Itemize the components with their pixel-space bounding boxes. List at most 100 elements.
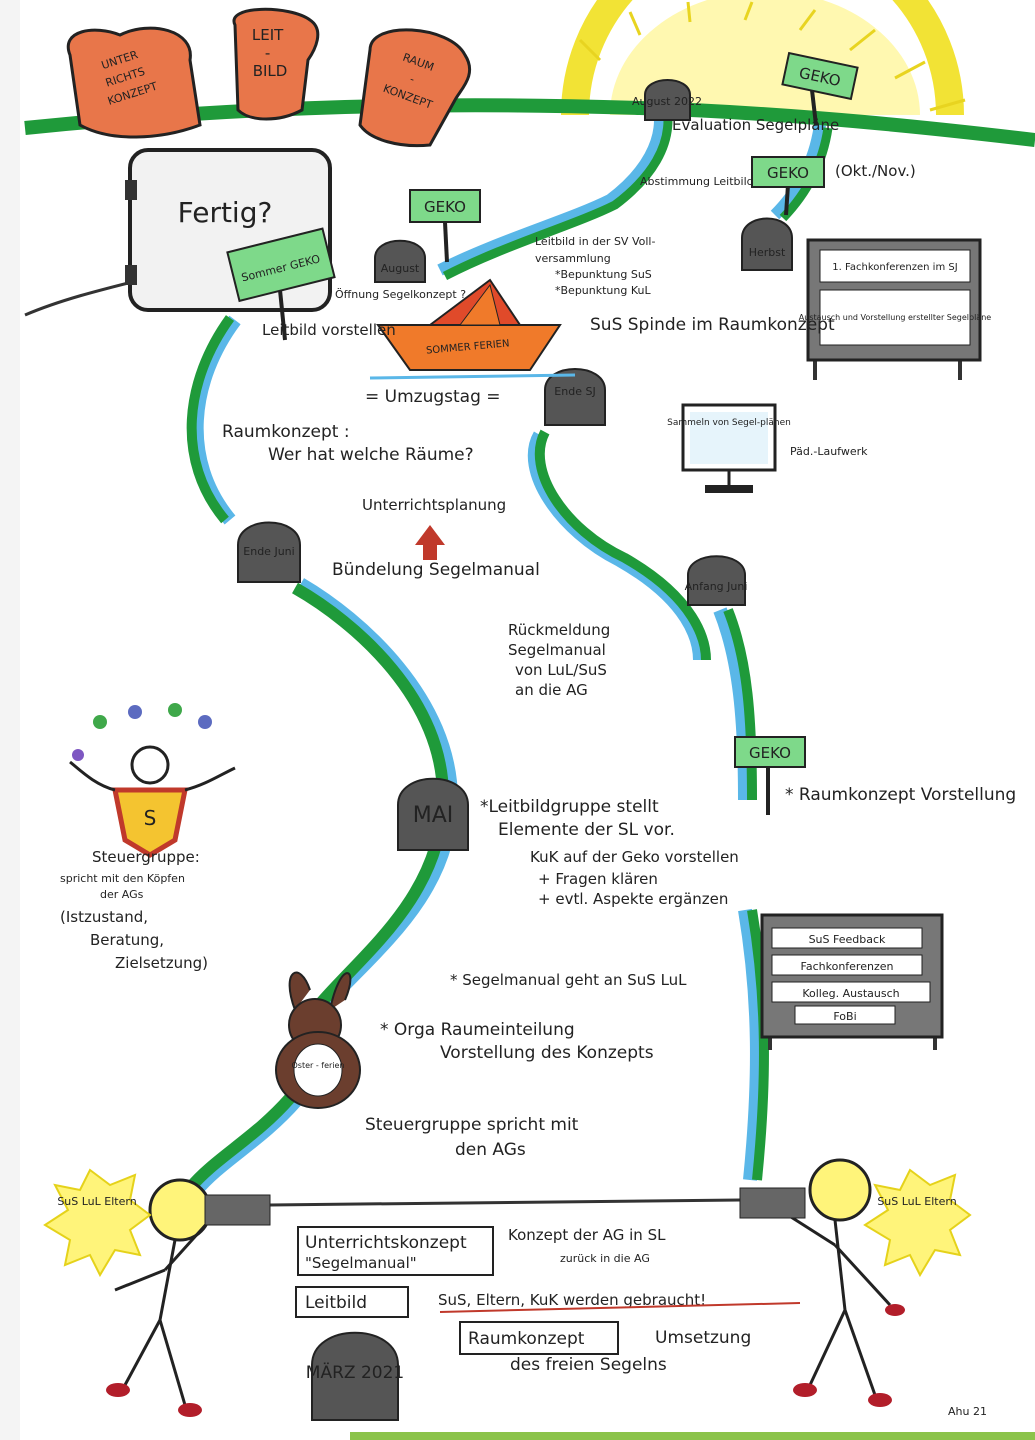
starburst-left: SuS LuL Eltern: [43, 1168, 152, 1278]
rueckmeldung-4: an die AG: [515, 681, 588, 699]
road-right: [738, 908, 764, 1181]
road-right: [747, 909, 769, 1181]
geko-label: GEKO: [749, 744, 791, 762]
orga-2: Vorstellung des Konzepts: [440, 1043, 654, 1063]
leitbildgruppe-4: + Fragen klären: [538, 870, 658, 888]
geko-label: GEKO: [767, 164, 809, 182]
box-unterrichtskonzept: [297, 1226, 494, 1276]
raumkonzept-q2: Wer hat welche Räume?: [268, 445, 474, 465]
svg-text:Ende Juni: Ende Juni: [243, 545, 294, 558]
svg-text:S: S: [144, 806, 157, 830]
starburst-right: SuS LuL Eltern: [863, 1168, 972, 1278]
rueckmeldung-2: Segelmanual: [508, 641, 606, 659]
steuergruppe-ags-1: Steuergruppe spricht mit: [365, 1115, 579, 1135]
road-top: [442, 119, 673, 280]
toast-leitbild: LEIT - BILD: [232, 7, 320, 121]
monitor-icon: Sammeln von Segel-plänen: [667, 403, 791, 493]
leitbildgruppe-2: Elemente der SL vor.: [498, 820, 675, 840]
toast-unterrichtskonzept: UNTER RICHTS KONZEPT: [66, 26, 202, 139]
stone-august-2022: August 2022: [632, 79, 702, 121]
svg-text:SuS LuL Eltern: SuS LuL Eltern: [57, 1195, 136, 1208]
leitbildgruppe-1: *Leitbildgruppe stellt: [480, 797, 659, 817]
svg-text:1. Fachkonferenzen im SJ: 1. Fachkonferenzen im SJ: [832, 262, 957, 273]
svg-text:SuS LuL Eltern: SuS LuL Eltern: [877, 1195, 956, 1208]
buendelung-text: Bündelung Segelmanual: [332, 560, 540, 580]
paed-text: Päd.-Laufwerk: [790, 445, 868, 458]
leitbild-sv-1: Leitbild in der SV Voll-: [535, 235, 655, 248]
svg-text:Herbst: Herbst: [749, 246, 786, 259]
sus-spinde-text: SuS Spinde im Raumkonzept: [590, 315, 835, 335]
sign-sommer-geko: Sommer GEKO: [226, 227, 336, 341]
evaluation-text: Evaluation Segelpläne: [672, 116, 839, 134]
annotations: Evaluation Segelpläne Abstimmung Leitbil…: [60, 116, 1016, 1418]
stone-ende-sj: Ende SJ: [544, 368, 606, 426]
leitbildgruppe-5: + evtl. Aspekte ergänzen: [538, 890, 728, 908]
sign-geko-mid: GEKO: [734, 736, 806, 815]
steuergruppe-6: Zielsetzung): [115, 954, 208, 972]
leitbild-sv-3: *Bepunktung SuS: [555, 268, 652, 281]
leitbildgruppe-3: KuK auf der Geko vorstellen: [530, 848, 739, 866]
svg-text:Sammeln von Segel-plänen: Sammeln von Segel-plänen: [667, 418, 791, 428]
toast-raumkonzept: RAUM - KONZEPT: [358, 28, 472, 148]
svg-text:SuS Feedback: SuS Feedback: [809, 933, 886, 946]
easter-bunny-icon: Oster - ferien: [275, 971, 361, 1109]
oeffnung-text: Öffnung Segelkonzept ?: [335, 288, 466, 301]
svg-text:FoBi: FoBi: [833, 1010, 856, 1023]
svg-text:Ende SJ: Ende SJ: [554, 385, 595, 398]
road-right: [713, 607, 752, 801]
stone-mai: MAI: [397, 777, 469, 851]
toaster-text: Fertig?: [178, 196, 273, 229]
raumkonzept-q1: Raumkonzept :: [222, 422, 350, 442]
steuergruppe-4: (Istzustand,: [60, 908, 148, 926]
steuergruppe-3: der AGs: [100, 888, 144, 901]
steuergruppe-ags-2: den AGs: [455, 1140, 526, 1160]
svg-text:Kolleg. Austausch: Kolleg. Austausch: [802, 987, 899, 1000]
sign-geko-oeffnung: GEKO: [409, 189, 481, 263]
underline-red: [439, 1302, 801, 1313]
svg-text:MAI: MAI: [413, 803, 454, 828]
uk-1: Unterrichtskonzept: [305, 1233, 467, 1253]
orga-1: * Orga Raumeinteilung: [380, 1020, 575, 1040]
svg-text:MÄRZ 2021: MÄRZ 2021: [306, 1362, 404, 1383]
stick-figure-right: [779, 1158, 905, 1407]
svg-text:Austausch und Vorstellung erst: Austausch und Vorstellung erstellter Seg…: [799, 313, 992, 322]
road-top: [437, 119, 666, 276]
svg-text:LEIT - BILD: LEIT - BILD: [252, 26, 288, 80]
sign-geko-abstimmung: GEKO: [751, 156, 825, 216]
sus-eltern-text: SuS, Eltern, KuK werden gebraucht!: [438, 1291, 706, 1309]
juggler-superhero-icon: S: [69, 703, 236, 858]
rueckmeldung-1: Rückmeldung: [508, 621, 610, 639]
sign-geko-top-right: GEKO: [781, 51, 859, 126]
svg-text:Fachkonferenzen: Fachkonferenzen: [801, 960, 894, 973]
stone-anfang-juni: Anfang Juni: [685, 555, 748, 606]
road-right: [723, 608, 757, 801]
konzept-ag-2: zurück in die AG: [560, 1252, 650, 1265]
leitbild-vorstellen-text: Leitbild vorstellen: [262, 321, 396, 339]
leitbild-sv-2: versammlung: [535, 252, 611, 265]
leitbild-box-text: Leitbild: [305, 1293, 367, 1313]
svg-text:August: August: [381, 262, 420, 275]
konzept-ag-1: Konzept der AG in SL: [508, 1226, 666, 1244]
svg-text:Anfang Juni: Anfang Juni: [685, 580, 748, 593]
svg-text:Oster - ferien: Oster - ferien: [291, 1061, 344, 1070]
road-right: [534, 429, 711, 661]
umsetzung-1: Umsetzung: [655, 1328, 751, 1348]
steuergruppe-2: spricht mit den Köpfen: [60, 872, 185, 885]
road-left: [185, 1094, 295, 1192]
steuergruppe-5: Beratung,: [90, 931, 164, 949]
box-raumkonzept: [459, 1321, 619, 1355]
svg-text:August 2022: August 2022: [632, 95, 702, 108]
oktnov-text: (Okt./Nov.): [835, 162, 916, 180]
paper-boat-icon: SOMMER FERIEN: [369, 278, 576, 380]
up-arrow-icon: [415, 525, 445, 560]
umzugstag-text: = Umzugstag =: [365, 387, 501, 407]
banner-bar: [204, 1187, 806, 1226]
geko-label: GEKO: [424, 198, 466, 216]
stone-maerz-2021: MÄRZ 2021: [306, 1331, 404, 1421]
unterrichtsplanung-text: Unterrichtsplanung: [362, 496, 506, 514]
box-leitbild: [295, 1286, 409, 1318]
bottom-edge-strip: [350, 1432, 1035, 1440]
stone-august: August: [374, 239, 426, 283]
stone-herbst: Herbst: [741, 217, 793, 271]
